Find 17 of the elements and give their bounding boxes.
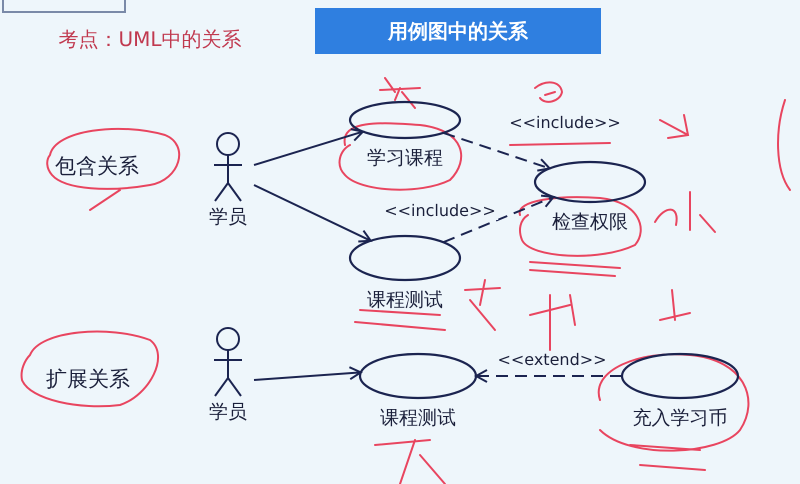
title-text: 用例图中的关系: [388, 18, 528, 45]
use-case-name: 检查权限: [552, 212, 628, 233]
arrow: [254, 184, 372, 242]
actor-name: 学员: [209, 402, 247, 423]
use-case-name: 课程测试: [367, 290, 443, 311]
arrow: [475, 369, 622, 383]
actor-name: 学员: [209, 207, 247, 228]
exam-point-heading: 考点：UML中的关系: [58, 28, 242, 50]
arrow: [254, 366, 362, 381]
arrow: [254, 128, 364, 166]
use-case-name: 充入学习币: [632, 408, 728, 429]
use-case-name: 课程测试: [380, 408, 456, 429]
arrow: [443, 132, 551, 172]
arrow: [443, 194, 554, 244]
relation-label: 包含关系: [55, 155, 139, 178]
use-case-name: 学习课程: [367, 148, 443, 169]
relation-label: 扩展关系: [46, 368, 130, 392]
